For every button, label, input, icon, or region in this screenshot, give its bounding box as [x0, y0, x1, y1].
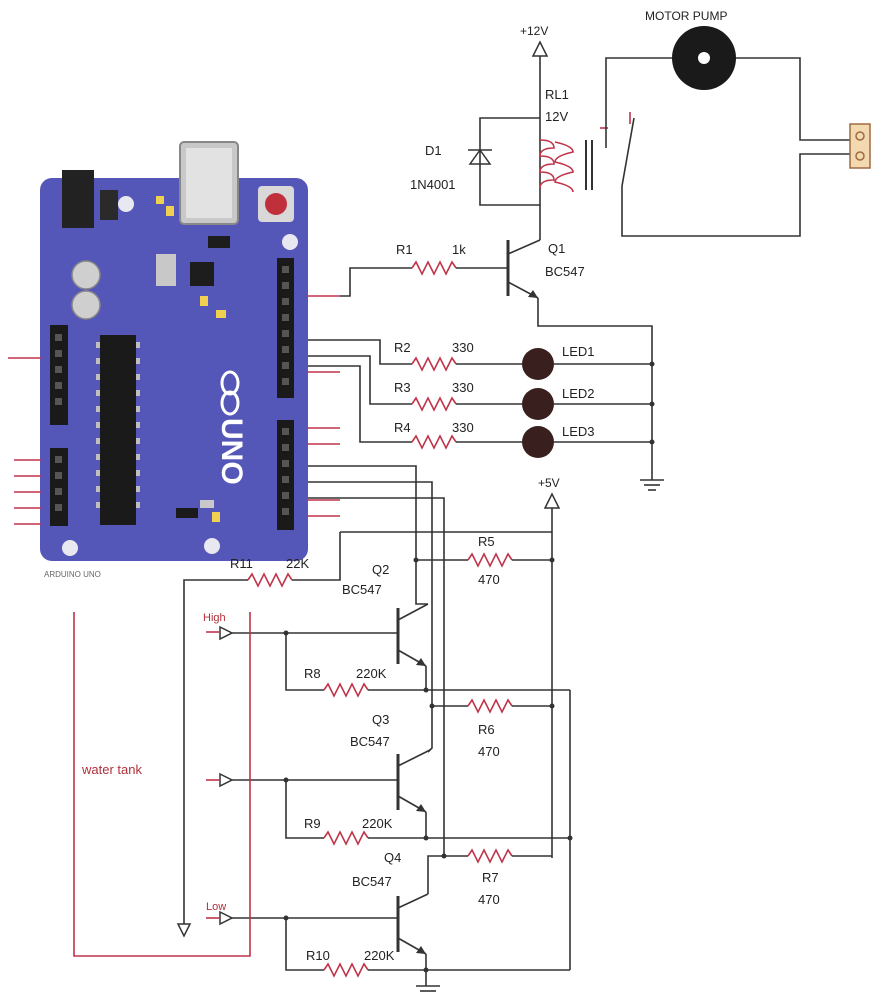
- r11-name: R11: [230, 556, 253, 571]
- resistor-r5: R5 470: [413, 534, 555, 587]
- terminal-connector: [849, 123, 871, 169]
- transistor-q2: Q2 BC547: [342, 560, 429, 690]
- resistor-r8: R8 220K: [285, 633, 570, 698]
- power-5v-label: +5V: [538, 476, 560, 490]
- probe-high: High: [203, 612, 398, 641]
- resistor-r11: R11 22K: [176, 532, 341, 938]
- r7-value: 470: [478, 892, 500, 907]
- arduino-caption: ARDUINO UNO: [44, 570, 101, 579]
- r11-value: 22K: [286, 556, 309, 571]
- power-12v-label: +12V: [520, 24, 548, 38]
- q3-name: Q3: [372, 712, 389, 727]
- transistor-q4: Q4 BC547: [352, 850, 444, 986]
- power-12v: +12V: [520, 24, 548, 208]
- r3-name: R3: [394, 380, 411, 395]
- r2-name: R2: [394, 340, 411, 355]
- r7-name: R7: [482, 870, 499, 885]
- relay-rl1: RL1 12V: [539, 87, 608, 193]
- arduino-model-label: UNO: [215, 418, 248, 485]
- probe-wires-tank: [206, 631, 220, 919]
- q1-part: BC547: [545, 264, 585, 279]
- r6-name: R6: [478, 722, 495, 737]
- r8-value: 220K: [356, 666, 387, 681]
- q4-part: BC547: [352, 874, 392, 889]
- led3-label: LED3: [562, 424, 595, 439]
- resistor-r1: R1 1k: [340, 242, 508, 297]
- resistor-r9: R9 220K: [285, 780, 570, 846]
- r9-name: R9: [304, 816, 321, 831]
- r3-value: 330: [452, 380, 474, 395]
- q3-part: BC547: [350, 734, 390, 749]
- led-branch-3: R4 330 LED3: [308, 365, 655, 458]
- resistor-r7: R7 470: [441, 848, 552, 907]
- arduino-pin-stubs: [8, 295, 340, 525]
- diode-d1-part: 1N4001: [410, 177, 456, 192]
- r5-name: R5: [478, 534, 495, 549]
- water-tank: water tank: [73, 612, 251, 957]
- ground-return-bus: [416, 690, 573, 992]
- diode-d1: D1 1N4001: [410, 117, 540, 206]
- q2-name: Q2: [372, 562, 389, 577]
- probe-low: Low: [206, 901, 398, 926]
- transistor-q3: Q3 BC547: [350, 706, 433, 838]
- r2-value: 330: [452, 340, 474, 355]
- probe-mid: [219, 772, 398, 788]
- probe-high-label: High: [203, 612, 226, 624]
- r10-value: 220K: [364, 948, 395, 963]
- led-branch-2: R3 330 LED2: [308, 355, 655, 420]
- transistor-q1: Q1 BC547: [506, 208, 653, 480]
- relay-voltage: 12V: [545, 109, 568, 124]
- q1-name: Q1: [548, 241, 565, 256]
- led1-label: LED1: [562, 344, 595, 359]
- r8-name: R8: [304, 666, 321, 681]
- r4-name: R4: [394, 420, 411, 435]
- probe-low-label: Low: [206, 901, 226, 913]
- ground-symbol-led: [640, 479, 664, 491]
- diode-d1-name: D1: [425, 143, 442, 158]
- led-branch-1: R2 330 LED1: [308, 339, 655, 380]
- signal-wires: [308, 465, 552, 856]
- q2-part: BC547: [342, 582, 382, 597]
- r6-value: 470: [478, 744, 500, 759]
- r1-name: R1: [396, 242, 413, 257]
- water-tank-label: water tank: [81, 762, 142, 777]
- power-5v: +5V: [538, 476, 561, 858]
- motor-pump: MOTOR PUMP: [605, 9, 850, 237]
- arduino-board: UNO ARDUINO UNO: [40, 141, 308, 579]
- relay-name: RL1: [545, 87, 569, 102]
- resistor-r10: R10 220K: [285, 918, 570, 978]
- r10-name: R10: [306, 948, 330, 963]
- r1-value: 1k: [452, 242, 466, 257]
- r5-value: 470: [478, 572, 500, 587]
- r9-value: 220K: [362, 816, 393, 831]
- resistor-r6: R6 470: [429, 698, 555, 759]
- led2-label: LED2: [562, 386, 595, 401]
- motor-pump-label: MOTOR PUMP: [645, 9, 727, 23]
- r4-value: 330: [452, 420, 474, 435]
- q4-name: Q4: [384, 850, 401, 865]
